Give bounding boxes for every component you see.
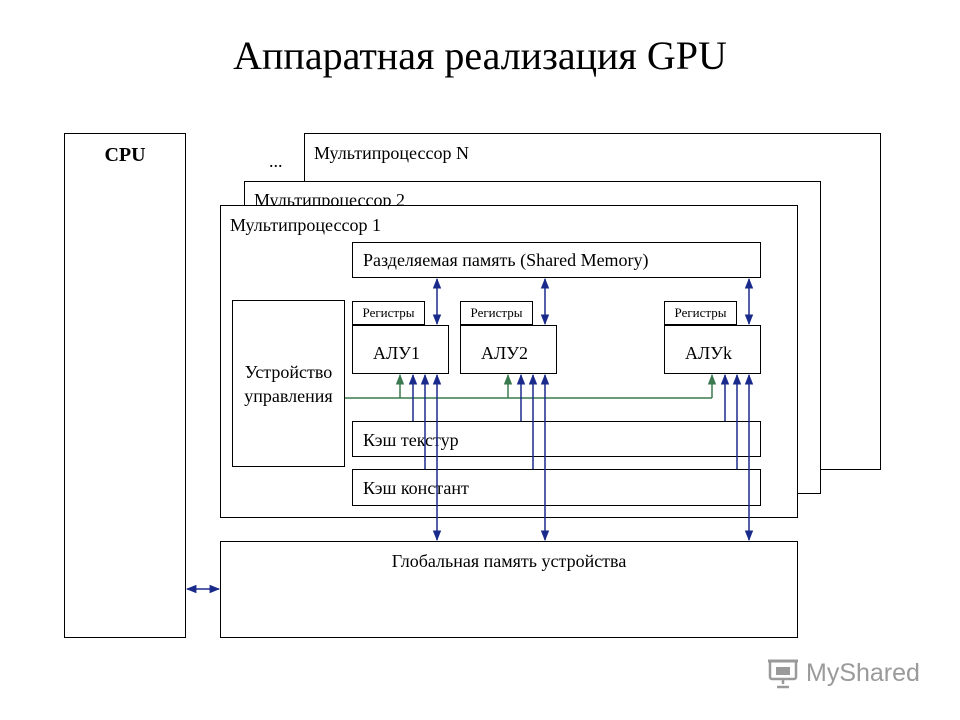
registers-label-k: Регистры xyxy=(674,305,727,320)
watermark-text: MyShared xyxy=(806,658,920,687)
slide-title: Аппаратная реализация GPU xyxy=(233,33,727,78)
cpu-block: CPU xyxy=(64,133,186,638)
global-memory-label: Глобальная память устройства xyxy=(391,551,627,571)
registers-block-1: Регистры xyxy=(352,301,425,325)
multiprocessor-n-label: Мультипроцессор N xyxy=(314,143,469,163)
texture-cache-block: Кэш текстур xyxy=(352,421,761,457)
texture-cache-label: Кэш текстур xyxy=(363,430,459,450)
multiprocessor-1-label: Мультипроцессор 1 xyxy=(230,215,381,235)
ellipsis-label: ... xyxy=(269,151,283,171)
presentation-icon xyxy=(768,659,798,689)
alu-label-2: АЛУ2 xyxy=(481,343,528,363)
registers-block-k: Регистры xyxy=(664,301,737,325)
control-unit-block: Устройство управления xyxy=(232,300,345,467)
alu-block-k: АЛУk xyxy=(664,325,761,374)
alu-block-1: АЛУ1 xyxy=(352,325,449,374)
shared-memory-block: Разделяемая память (Shared Memory) xyxy=(352,242,761,278)
cpu-label: CPU xyxy=(104,144,146,166)
alu-block-2: АЛУ2 xyxy=(460,325,557,374)
control-unit-label-line1: Устройство xyxy=(244,361,333,382)
constant-cache-block: Кэш констант xyxy=(352,469,761,506)
global-memory-block: Глобальная память устройства xyxy=(220,541,798,638)
registers-label-2: Регистры xyxy=(470,305,523,320)
registers-block-2: Регистры xyxy=(460,301,533,325)
constant-cache-label: Кэш констант xyxy=(363,478,469,498)
alu-label-k: АЛУk xyxy=(685,343,732,363)
control-unit-label-line2: управления xyxy=(244,385,333,406)
watermark-logo: MyShared xyxy=(766,656,920,690)
alu-label-1: АЛУ1 xyxy=(373,343,420,363)
registers-label-1: Регистры xyxy=(362,305,415,320)
shared-memory-label: Разделяемая память (Shared Memory) xyxy=(363,249,649,270)
